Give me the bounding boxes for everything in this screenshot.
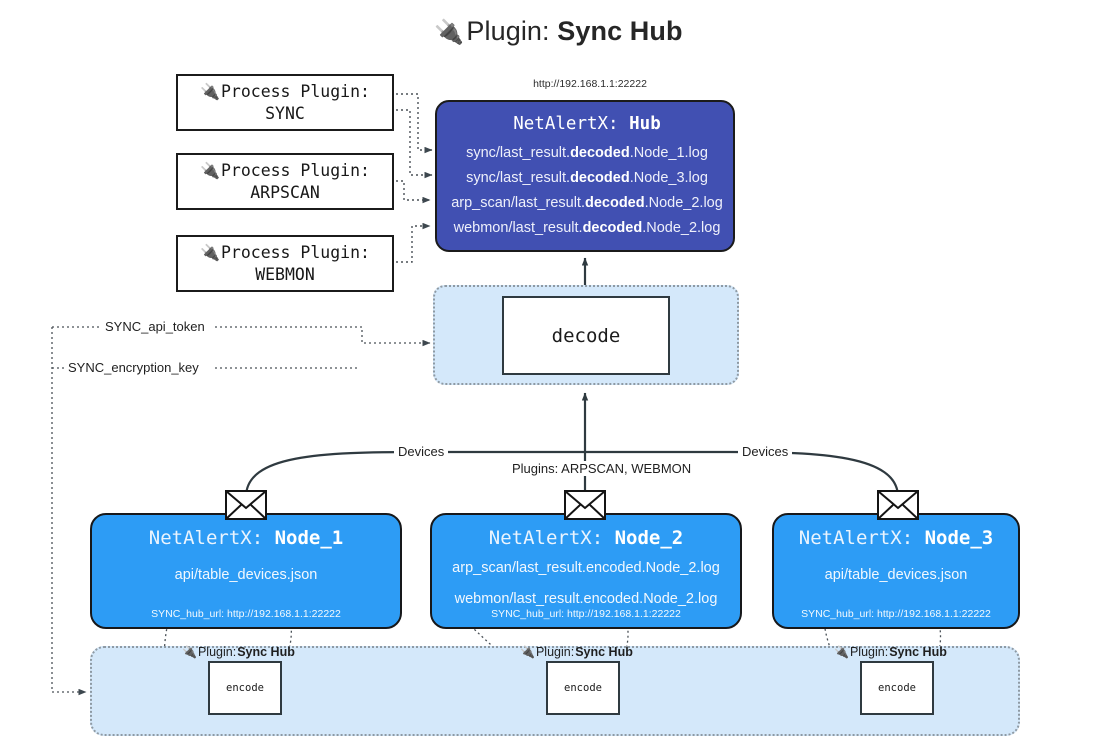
decode-box[interactable]: decode bbox=[502, 296, 670, 375]
node-box-node-3[interactable]: NetAlertX: Node_3 api/table_devices.json… bbox=[772, 513, 1020, 629]
process-plugin-box-sync[interactable]: 🔌Process Plugin: SYNC bbox=[176, 74, 394, 131]
encode-plugin-label: 🔌Plugin: Sync Hub bbox=[182, 645, 295, 659]
process-plugin-name: ARPSCAN bbox=[250, 182, 320, 202]
edge-arpscan-plugin-to-hub bbox=[396, 180, 431, 204]
encode-plugin-label: 🔌Plugin: Sync Hub bbox=[834, 645, 947, 659]
devices-label-left: Devices bbox=[394, 444, 449, 459]
hub-log-line: sync/last_result.decoded.Node_1.log bbox=[466, 145, 708, 161]
process-plugin-name: WEBMON bbox=[255, 264, 315, 284]
node-line: webmon/last_result.encoded.Node_2.log bbox=[454, 591, 718, 607]
encode-plugin-label: 🔌Plugin: Sync Hub bbox=[520, 645, 633, 659]
hub-node-box[interactable]: NetAlertX: Hub sync/last_result.decoded.… bbox=[435, 100, 735, 252]
process-plugin-box-arpscan[interactable]: 🔌Process Plugin: ARPSCAN bbox=[176, 153, 394, 210]
node-hub-url: SYNC_hub_url: http://192.168.1.1:22222 bbox=[491, 608, 681, 620]
process-plugin-label: Process Plugin: bbox=[220, 82, 370, 102]
hub-title-name: Hub bbox=[629, 114, 661, 134]
node-box-node-1[interactable]: NetAlertX: Node_1 api/table_devices.json… bbox=[90, 513, 402, 629]
page-title-prefix: Plugin: bbox=[466, 16, 558, 46]
edge-encryption-key-to-encoders bbox=[51, 327, 87, 696]
edge-webmon-plugin-to-hub bbox=[396, 222, 431, 263]
encode-box-node-2[interactable]: encode bbox=[546, 661, 620, 715]
node-title: NetAlertX: Node_1 bbox=[148, 527, 344, 549]
node-box-node-2[interactable]: NetAlertX: Node_2 arp_scan/last_result.e… bbox=[430, 513, 742, 629]
edge-sync-plugin-to-hub-line2 bbox=[396, 109, 433, 179]
page-title: 🔌Plugin: Sync Hub bbox=[0, 16, 1117, 47]
edge-api-token-to-decode bbox=[52, 326, 430, 343]
encode-box-node-1[interactable]: encode bbox=[208, 661, 282, 715]
node-title: NetAlertX: Node_3 bbox=[798, 527, 994, 549]
hub-log-line: sync/last_result.decoded.Node_3.log bbox=[466, 170, 708, 186]
node-title: NetAlertX: Node_2 bbox=[488, 527, 684, 549]
plug-icon: 🔌 bbox=[434, 19, 465, 46]
process-plugin-label: Process Plugin: bbox=[220, 243, 370, 263]
hub-title-prefix: NetAlertX: bbox=[513, 114, 630, 134]
process-plugin-box-webmon[interactable]: 🔌Process Plugin: WEBMON bbox=[176, 235, 394, 292]
plug-icon: 🔌 bbox=[200, 160, 220, 180]
plug-icon: 🔌 bbox=[200, 242, 220, 262]
plug-icon: 🔌 bbox=[200, 81, 220, 101]
node-hub-url: SYNC_hub_url: http://192.168.1.1:22222 bbox=[801, 608, 991, 620]
page-title-name: Sync Hub bbox=[557, 16, 683, 46]
node-line: api/table_devices.json bbox=[174, 567, 318, 583]
devices-label-right: Devices bbox=[738, 444, 793, 459]
node-line: api/table_devices.json bbox=[824, 567, 968, 583]
hub-url-label: http://192.168.1.1:22222 bbox=[533, 78, 647, 90]
plug-icon: 🔌 bbox=[834, 645, 849, 659]
process-plugin-label: Process Plugin: bbox=[220, 161, 370, 181]
edge-sync-plugin-to-hub-line1 bbox=[396, 93, 433, 154]
sync-encryption-key-label: SYNC_encryption_key bbox=[64, 360, 203, 375]
plug-icon: 🔌 bbox=[182, 645, 197, 659]
encode-box-node-3[interactable]: encode bbox=[860, 661, 934, 715]
hub-title: NetAlertX: Hub bbox=[437, 114, 737, 134]
hub-log-line: arp_scan/last_result.decoded.Node_2.log bbox=[451, 195, 723, 211]
node-line: arp_scan/last_result.encoded.Node_2.log bbox=[452, 560, 720, 576]
hub-log-line: webmon/last_result.decoded.Node_2.log bbox=[453, 220, 721, 236]
sync-api-token-label: SYNC_api_token bbox=[101, 319, 209, 334]
plug-icon: 🔌 bbox=[520, 645, 535, 659]
process-plugin-name: SYNC bbox=[265, 103, 305, 123]
plugins-label-middle: Plugins: ARPSCAN, WEBMON bbox=[508, 461, 696, 476]
node-hub-url: SYNC_hub_url: http://192.168.1.1:22222 bbox=[151, 608, 341, 620]
